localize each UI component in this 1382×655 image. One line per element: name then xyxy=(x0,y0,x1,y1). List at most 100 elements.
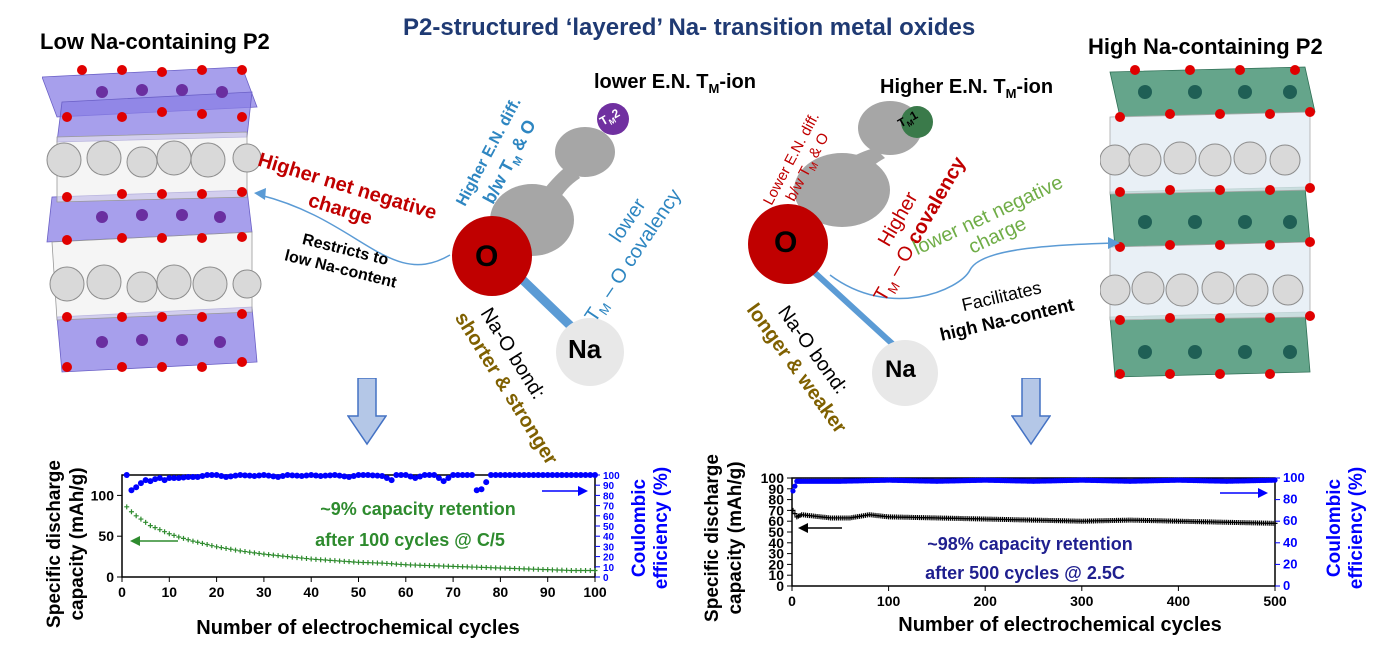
chart1-capacity-point xyxy=(417,562,423,568)
chart1-y2tick-label: 90 xyxy=(603,481,615,492)
chart1-capacity-point xyxy=(266,552,272,558)
chart1-capacity-point xyxy=(393,561,399,567)
chart1-capacity-point xyxy=(256,550,262,556)
chart1-capacity-point xyxy=(289,554,295,560)
chart1-capacity-point xyxy=(587,567,593,573)
chart1-ce-point xyxy=(284,472,291,478)
chart1-y2tick-label: 80 xyxy=(603,491,615,502)
chart1-capacity-point xyxy=(299,555,305,561)
chart1-ce-point xyxy=(223,474,230,481)
chart2-ytick-label: 80 xyxy=(768,492,784,508)
charge-arrowhead-right xyxy=(1108,237,1120,249)
chart1-y2tick-label: 70 xyxy=(603,502,615,513)
chart1-capacity-point xyxy=(242,549,248,555)
chart2-y2tick-label: 80 xyxy=(1283,492,1297,507)
chart2-xtick-label: 0 xyxy=(788,593,796,609)
chart1-capacity-point xyxy=(199,540,205,546)
chart1-ce-point xyxy=(539,472,546,478)
chart1-capacity-point xyxy=(540,566,546,572)
chart1-ce-point xyxy=(227,473,234,480)
chart2-annotation-line2: after 500 cycles @ 2.5C xyxy=(925,563,1125,583)
chart1-ytick-label: 0 xyxy=(106,569,114,585)
left-oxygen-symbol: O xyxy=(475,240,499,273)
chart2-xtick-label: 100 xyxy=(877,593,901,609)
chart1-ce-point xyxy=(246,472,253,479)
chart1-xlabel: Number of electrochemical cycles xyxy=(196,617,519,639)
chart1-ylabel-line1: Specific discharge xyxy=(44,460,65,628)
chart1-capacity-point xyxy=(379,560,385,566)
chart1-xtick-label: 60 xyxy=(398,584,414,600)
chart1-ce-point xyxy=(265,472,272,479)
chart1-capacity-point xyxy=(214,544,220,550)
chart1-capacity-point xyxy=(209,543,215,549)
chart1-ce-point xyxy=(180,474,187,481)
chart2-ytick-label: 40 xyxy=(768,535,784,551)
chart1-ce-point xyxy=(256,472,263,479)
chart1-ce-point xyxy=(454,472,461,478)
chart2-ytick-label: 90 xyxy=(768,481,784,497)
charge-arrow-left xyxy=(259,194,451,266)
chart2-y2tick-label: 100 xyxy=(1283,470,1305,485)
chart1-xtick-label: 50 xyxy=(351,584,367,600)
chart1-capacity-point xyxy=(450,563,456,569)
oxygen-atom-left xyxy=(452,216,532,296)
chart1-ce-point xyxy=(521,472,528,478)
chart1-ce-point xyxy=(322,472,329,479)
chart2-xtick-label: 200 xyxy=(974,593,998,609)
chart1-ce-point xyxy=(478,486,485,493)
chart1-ce-point xyxy=(194,474,201,481)
chart1-xtick-label: 100 xyxy=(583,584,607,600)
chart1-ce-point xyxy=(440,478,447,485)
chart1-ce-point xyxy=(525,472,532,478)
chart2-xtick-label: 400 xyxy=(1167,593,1191,609)
chart1-ce-point xyxy=(577,472,584,478)
chart1-capacity-point xyxy=(261,551,267,557)
chart1-capacity-point xyxy=(233,547,239,553)
chart1-ce-point xyxy=(573,472,580,478)
chart1-ce-point xyxy=(398,472,405,478)
octahedra-layer-bottom-right xyxy=(1109,311,1311,378)
transition-metal-atoms-left xyxy=(96,84,228,348)
right-structure-title: High Na-containing P2 xyxy=(1088,34,1323,59)
chart1-ce-point xyxy=(208,472,215,478)
chart1-ce-point xyxy=(123,472,130,478)
sodium-atoms-left xyxy=(46,140,262,303)
chart1-y2tick-label: 100 xyxy=(603,471,620,482)
chart1-xtick-label: 40 xyxy=(303,584,319,600)
chart1-capacity-point xyxy=(365,560,371,566)
chart1-ce-point xyxy=(133,484,140,491)
chart1-capacity-point xyxy=(124,504,130,510)
chart2-ytick-label: 10 xyxy=(768,567,784,583)
sodium-atom-left xyxy=(556,318,624,386)
chart1-ce-point xyxy=(554,472,561,478)
chart1-ce-point xyxy=(327,472,334,479)
chart1-ce-point xyxy=(289,472,296,479)
chart2-ce-point xyxy=(792,483,798,489)
chart1-capacity-point xyxy=(360,559,366,565)
chart1-ce-point xyxy=(275,474,282,481)
left-ion-label: lower E.N. TM-ion xyxy=(594,71,756,96)
chart1-capacity-point xyxy=(403,562,409,568)
chart1-ce-point xyxy=(199,473,206,480)
chart1-ce-point xyxy=(336,472,343,479)
chart2-ytick-label: 100 xyxy=(761,470,785,486)
chart1-capacity-point xyxy=(441,563,447,569)
chart1-ce-point xyxy=(270,473,277,480)
chart1-capacity-point xyxy=(128,509,134,515)
chart1-ce-point xyxy=(535,472,542,478)
octahedra-layer-top xyxy=(42,66,258,143)
chart1-ce-point xyxy=(516,472,523,478)
chart1-capacity-point xyxy=(573,567,579,573)
chart1-capacity-point xyxy=(436,563,442,569)
chart1-capacity-point xyxy=(497,565,503,571)
chart1-capacity-point xyxy=(408,562,414,568)
chart1-y2tick-label: 60 xyxy=(603,512,615,523)
chart1-ce-point xyxy=(445,475,452,482)
chart1-ce-point xyxy=(530,472,537,478)
chart2-ytick-label: 60 xyxy=(768,513,784,529)
chart1-capacity-point xyxy=(204,542,210,548)
chart1-capacity-point xyxy=(303,556,309,562)
chart2-ce-point xyxy=(1272,477,1278,483)
right-sodium-symbol: Na xyxy=(885,356,916,383)
chart1-capacity-point xyxy=(554,567,560,573)
